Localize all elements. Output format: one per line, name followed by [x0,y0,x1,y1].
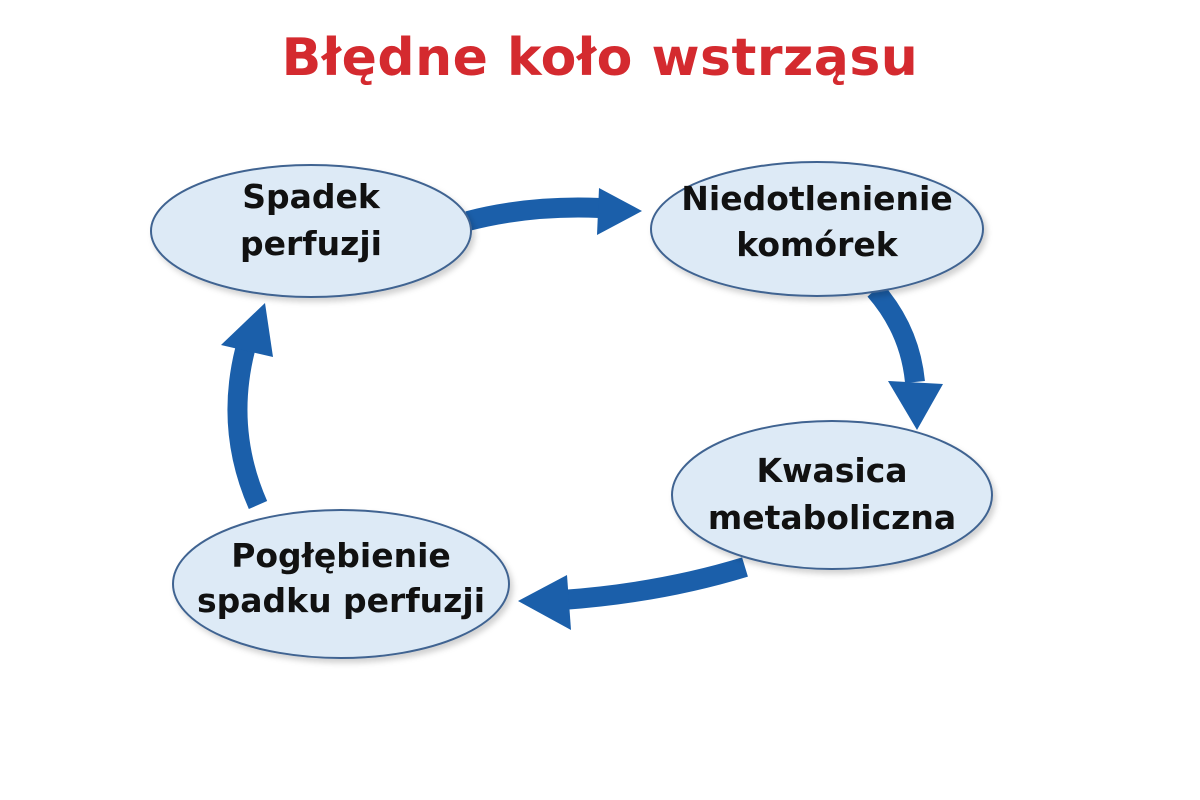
node-poglebienie-spadku-perfuzji-line1: Pogłębienie [231,536,451,575]
node-kwasica-metaboliczna-line1: Kwasica [756,451,907,490]
arrow-perfusion-to-hypoxia [465,188,642,235]
node-spadek-perfuzji-line1: Spadek [242,177,381,216]
arrow-acidosis-to-deepening [518,557,748,630]
node-spadek-perfuzji-line2: perfuzji [240,224,382,263]
arrow-hypoxia-to-acidosis [867,283,943,430]
node-kwasica-metaboliczna-line2: metaboliczna [708,498,956,537]
arrow-deepening-to-perfusion [221,303,273,510]
node-niedotlenienie-komorek-line2: komórek [736,225,898,264]
node-kwasica-metaboliczna [671,420,993,570]
node-spadek-perfuzji [150,164,472,298]
node-poglebienie-spadku-perfuzji-line2: spadku perfuzji [197,581,485,620]
node-poglebienie-spadku-perfuzji [172,509,510,659]
diagram-title: Błędne koło wstrząsu [281,28,919,88]
node-niedotlenienie-komorek-line1: Niedotlenienie [681,179,952,218]
node-niedotlenienie-komorek [650,161,984,297]
